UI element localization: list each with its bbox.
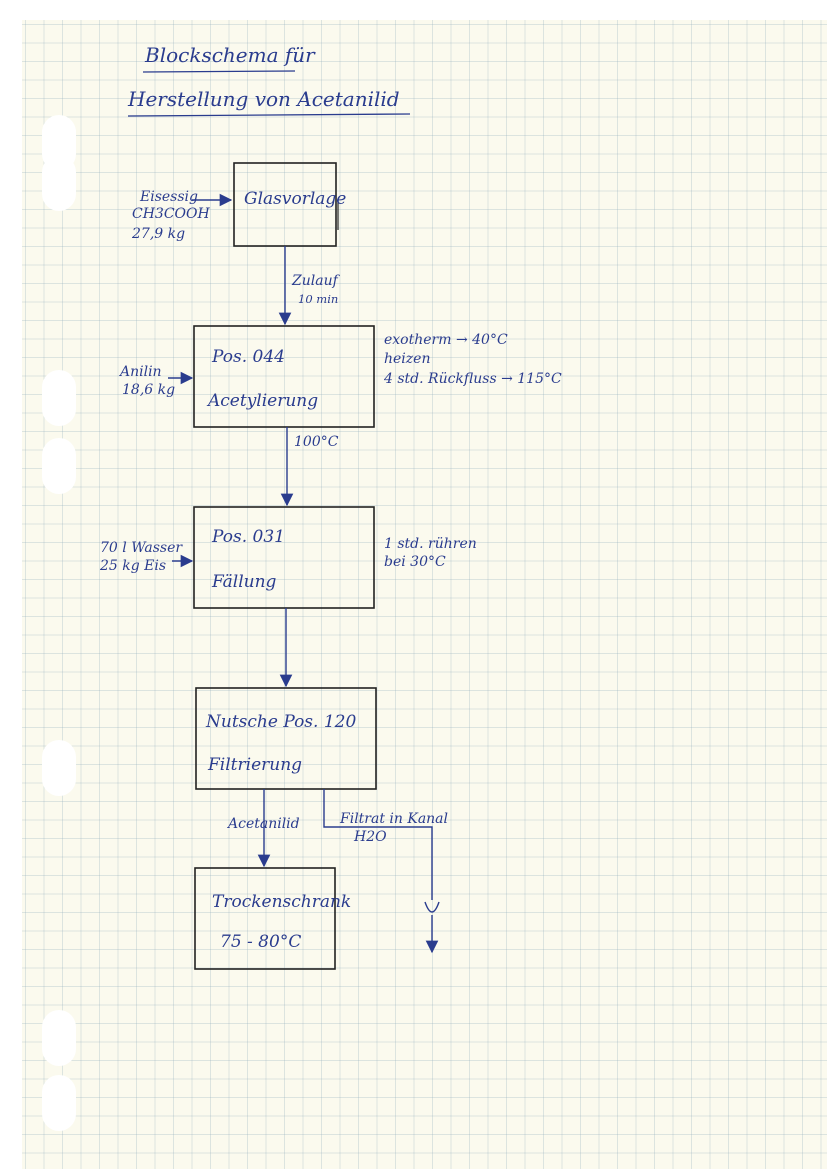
input-anilin: Anilin [120,364,162,380]
acetanilid-label: Acetanilid [228,816,300,832]
note-heizen: heizen [384,351,431,367]
input-wasser: 70 l Wasser [100,540,183,556]
graph-paper [22,20,827,1169]
box-acetylierung [193,325,375,428]
filtrat-h2o: H2O [354,829,387,845]
filtrierung-pos: Nutsche Pos. 120 [206,712,357,732]
acetylierung-label: Acetylierung [208,391,319,411]
glasvorlage-label: Glasvorlage [244,189,347,209]
drain-symbol [424,901,440,913]
input-anilin-mass: 18,6 kg [122,382,176,398]
acetylierung-pos: Pos. 044 [212,347,285,367]
note-ruehren: 1 std. rühren [384,536,477,552]
title-line-2: Herstellung von Acetanilid [128,87,400,111]
trockenschrank-label: Trockenschrank [212,892,352,912]
box-trockenschrank [194,867,336,970]
binder-hole [42,1075,76,1131]
trockenschrank-temp: 75 - 80°C [220,932,302,952]
binder-hole [42,155,76,211]
filtrierung-label: Filtrierung [208,755,303,775]
title-underline [127,113,411,117]
binder-hole [42,370,76,426]
binder-hole [42,438,76,494]
note-30c: bei 30°C [384,554,446,570]
filtrate-line [323,789,433,900]
input-eis: 25 kg Eis [100,558,167,574]
note-rueckfluss: 4 std. Rückfluss → 115°C [384,371,562,387]
binder-hole [42,740,76,796]
title-line-1: Blockschema für [145,43,315,67]
faellung-pos: Pos. 031 [212,527,285,547]
input-eisessig-formula: CH3COOH [132,206,210,222]
temp-100-label: 100°C [294,434,339,450]
zulauf-label: Zulauf [292,273,338,289]
input-eisessig-mass: 27,9 kg [132,226,186,242]
note-exotherm: exotherm → 40°C [384,332,508,348]
filtrat-label: Filtrat in Kanal [340,811,449,827]
box-faellung [193,506,375,609]
box-filtrierung [195,687,377,790]
title-underline [142,70,296,73]
faellung-label: Fällung [212,572,277,592]
binder-hole [42,1010,76,1066]
zulauf-time: 10 min [298,292,339,306]
input-eisessig: Eisessig [140,189,198,205]
